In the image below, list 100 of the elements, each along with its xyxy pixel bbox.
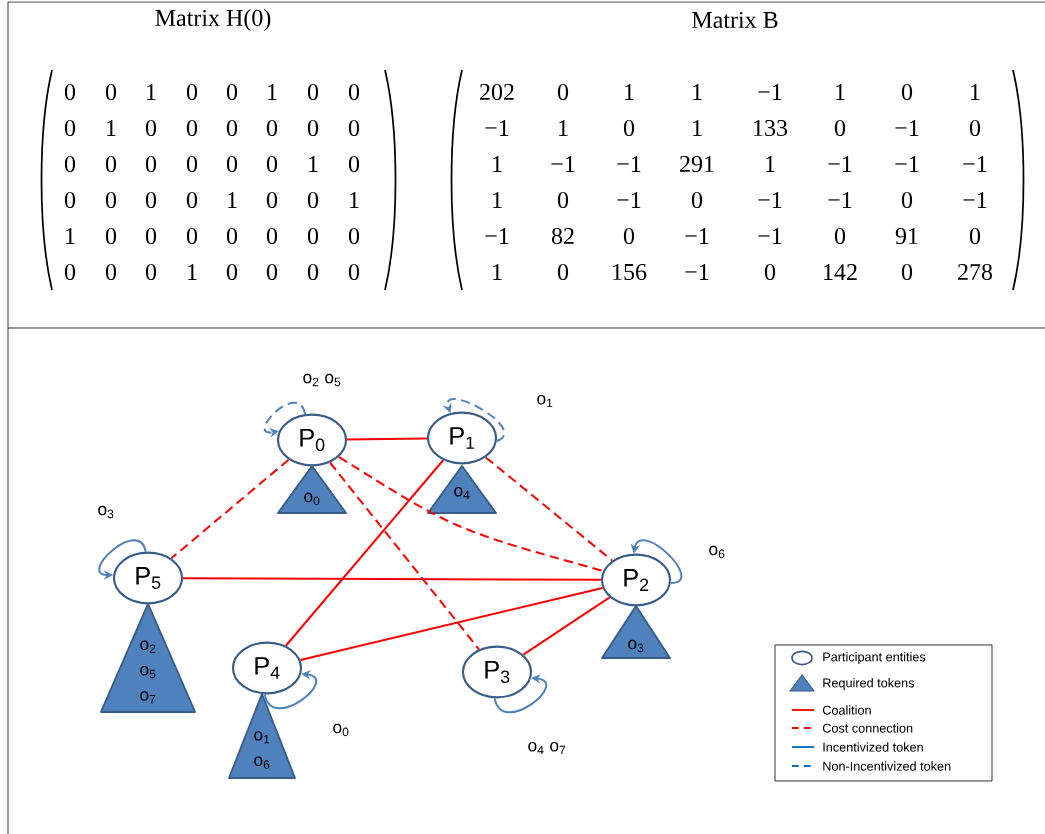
matrix-entry: 156	[613, 263, 647, 281]
matrix-entry: 0	[307, 263, 319, 281]
matrix-entry: 1	[147, 84, 156, 100]
matrix-entry: 0	[186, 191, 198, 209]
edge-label: o$_{1}$	[537, 394, 553, 408]
matrix-entry: 0	[348, 155, 360, 173]
matrix-entry: −1	[551, 156, 575, 172]
connector-line	[329, 461, 480, 651]
matrix-entry: −1	[685, 264, 709, 280]
matrix-entry: 0	[691, 191, 703, 209]
matrix-entry: 0	[266, 263, 278, 281]
matrix-entry: 0	[145, 191, 157, 209]
matrix-entry: 0	[348, 83, 360, 101]
matrix-title: Matrix B	[692, 11, 778, 29]
matrix-entry: 0	[64, 119, 76, 137]
matrix-entry: 133	[754, 119, 788, 137]
matrix-entry: 0	[226, 263, 238, 281]
matrix-entry: −1	[828, 156, 852, 172]
matrix-entry: 0	[348, 263, 360, 281]
matrix-entry: 1	[693, 120, 702, 136]
matrix-entry: 0	[105, 227, 117, 245]
connector-line	[170, 458, 290, 560]
matrix-entry: 0	[226, 119, 238, 137]
matrix-entry: −1	[758, 84, 782, 100]
matrix-entry: −1	[685, 228, 709, 244]
matrix-entry: 1	[309, 156, 318, 172]
matrix-entry: 0	[105, 263, 117, 281]
matrix-entry: 91	[895, 227, 918, 245]
legend-text: Cost connection	[822, 723, 913, 733]
matrix-entry: −1	[895, 156, 919, 172]
matrix-entry: 1	[625, 84, 634, 100]
matrix-entry: 0	[145, 155, 157, 173]
matrix-entry: 0	[557, 191, 569, 209]
connector-line	[284, 459, 445, 647]
matrix-entry: −1	[617, 156, 641, 172]
token-triangle: o$_{4}$	[427, 465, 497, 514]
matrix-entry: 0	[307, 191, 319, 209]
matrix-entry: 1	[836, 84, 845, 100]
legend-text: Required tokens	[823, 678, 915, 690]
matrix-entry: −1	[617, 192, 641, 208]
matrix-entry: −1	[485, 120, 509, 136]
matrix-entry: 1	[971, 84, 980, 100]
matrix-entry: 1	[107, 120, 116, 136]
matrix-entry: 0	[226, 155, 238, 173]
matrix-title: Matrix H(0)	[155, 9, 271, 31]
matrix-entry: −1	[485, 228, 509, 244]
edge-label: o$_{0}$	[333, 723, 349, 737]
matrix-entry: 0	[623, 227, 635, 245]
matrix-entry: 291	[680, 155, 714, 173]
matrix-entry: 0	[901, 191, 913, 209]
matrix-entry: 0	[969, 227, 981, 245]
matrix-entry: 0	[834, 119, 846, 137]
matrix-entry: 0	[226, 227, 238, 245]
legend-text: Participant entities	[823, 652, 926, 664]
matrix-entry: 0	[105, 83, 117, 101]
matrix-entry: 0	[266, 227, 278, 245]
matrix-entry: 0	[764, 263, 776, 281]
legend-text: Coalition	[822, 705, 871, 715]
connector-line	[337, 455, 605, 572]
matrix-entry: 278	[958, 263, 993, 281]
legend-text: Incentivized token	[823, 742, 923, 752]
connector-line	[522, 596, 611, 656]
matrix-entry: 1	[559, 120, 568, 136]
matrix-entry: 0	[186, 83, 198, 101]
edge-label: o$_{6}$	[709, 545, 725, 559]
matrix-entry: 0	[226, 83, 238, 101]
matrix-entry: 1	[66, 228, 75, 244]
matrix-entry: 0	[186, 227, 198, 245]
matrix-entry: 1	[493, 156, 502, 172]
matrix-entry: 0	[145, 227, 157, 245]
matrix-entry: 0	[186, 119, 198, 137]
matrix-entry: 0	[307, 227, 319, 245]
matrix-entry: 0	[64, 191, 76, 209]
matrix-entry: 0	[348, 119, 360, 137]
legend-text: Non-Incentivized token	[823, 761, 951, 771]
matrix-entry: −1	[963, 156, 987, 172]
connector-line	[484, 456, 614, 562]
matrix-entry: 0	[348, 227, 360, 245]
matrix-entry: 0	[64, 83, 76, 101]
matrix-entry: 0	[105, 191, 117, 209]
matrix-entry: 202	[480, 83, 514, 101]
matrix-entry: 0	[969, 119, 981, 137]
matrix-entry: 0	[623, 119, 635, 137]
token-triangle: o$_{2}$ o$_{5}$ o$_{7}$	[100, 603, 196, 713]
matrix-entry: 0	[901, 83, 913, 101]
matrix-entry: 1	[493, 264, 502, 280]
matrix-entry: 0	[145, 119, 157, 137]
matrix-entry: 1	[268, 84, 277, 100]
connector-line	[299, 586, 604, 661]
matrix-entry: 1	[493, 192, 502, 208]
matrix-entry: 1	[228, 192, 237, 208]
connector-line	[182, 577, 602, 581]
matrix-entry: 1	[188, 264, 197, 280]
matrix-entry: −1	[828, 192, 852, 208]
token-triangle: o$_{0}$	[277, 465, 347, 514]
matrix-entry: −1	[963, 192, 987, 208]
matrix-entry: 142	[824, 264, 857, 280]
matrix-entry: 1	[766, 156, 775, 172]
matrix-entry: 0	[307, 119, 319, 137]
matrix-entry: 0	[901, 263, 913, 281]
